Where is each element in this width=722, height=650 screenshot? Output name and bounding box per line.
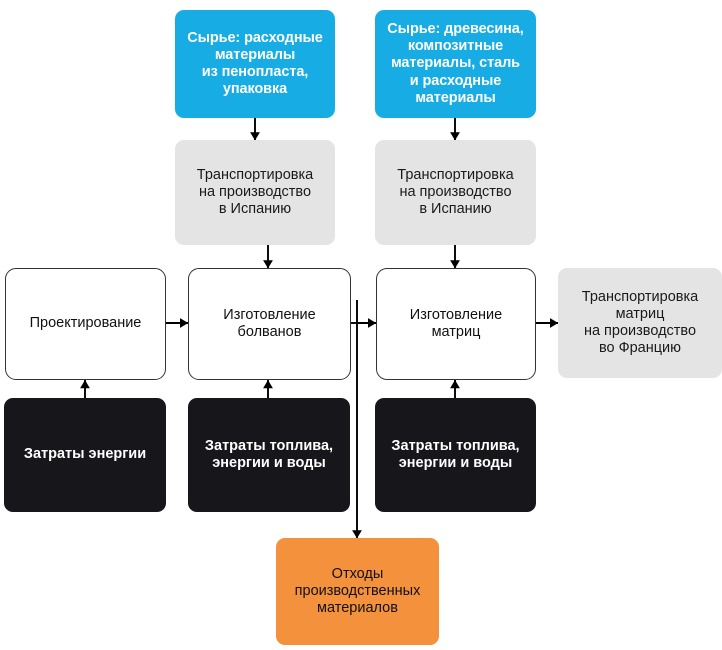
node-transport-to-france[interactable]: Транспортировка матриц на производство в… <box>558 268 722 378</box>
node-fuel-energy-water-1[interactable]: Затраты топлива, энергии и воды <box>188 398 350 512</box>
node-production-waste[interactable]: Отходы производственных материалов <box>276 538 439 645</box>
node-raw-materials-foam[interactable]: Сырье: расходные материалы из пенопласта… <box>175 10 335 118</box>
node-transport-to-spain-2[interactable]: Транспортировка на производство в Испани… <box>375 140 536 245</box>
node-energy-costs[interactable]: Затраты энергии <box>4 398 166 512</box>
node-fuel-energy-water-2[interactable]: Затраты топлива, энергии и воды <box>375 398 536 512</box>
node-raw-materials-wood[interactable]: Сырье: древесина, композитные материалы,… <box>375 10 536 118</box>
node-design[interactable]: Проектирование <box>5 268 166 380</box>
node-plug-manufacturing[interactable]: Изготовление болванов <box>188 268 351 380</box>
node-transport-to-spain-1[interactable]: Транспортировка на производство в Испани… <box>175 140 335 245</box>
node-mold-manufacturing[interactable]: Изготовление матриц <box>376 268 536 380</box>
